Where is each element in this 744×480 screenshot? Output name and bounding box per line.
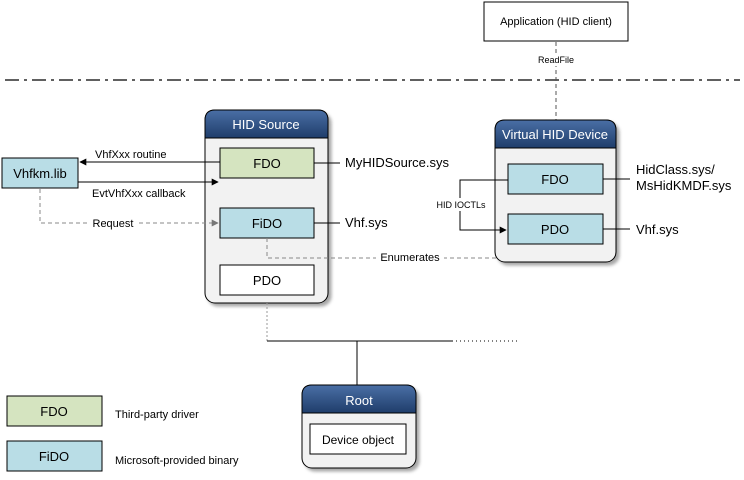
vhf-sys-label-1: Vhf.sys	[345, 215, 388, 230]
virtual-hid-pdo-label: PDO	[541, 222, 569, 237]
legend-fdo-box-label: FDO	[40, 404, 67, 419]
hid-ioctls-label: HID IOCTLs	[436, 200, 486, 210]
root-title: Root	[345, 393, 373, 408]
application-box: Application (HID client)	[483, 1, 629, 42]
vhfkm-lib-label: Vhfkm.lib	[13, 166, 66, 181]
hid-source-pdo-box	[219, 264, 315, 296]
readfile-label: ReadFile	[538, 55, 574, 65]
enumerates-label: Enumerates	[380, 252, 440, 264]
virtual-hid-device-stack: Virtual HID Device FDO PDO	[494, 119, 617, 263]
legend-fido-box-label: FiDO	[39, 449, 69, 464]
hid-source-fdo-label: FDO	[253, 156, 280, 171]
hidclass-label-line1: HidClass.sys/	[636, 162, 715, 177]
legend-fdo-text: Third-party driver	[115, 409, 199, 421]
virtual-hid-device-title: Virtual HID Device	[502, 127, 608, 142]
myhidsource-label: MyHIDSource.sys	[345, 155, 450, 170]
hidclass-label-line2: MsHidKMDF.sys	[636, 178, 732, 193]
hid-source-pdo-label: PDO	[253, 273, 281, 288]
hid-source-fido-label: FiDO	[252, 216, 282, 231]
vhf-sys-label-2: Vhf.sys	[636, 222, 679, 237]
device-object-box	[309, 423, 407, 455]
vhfxxx-routine-label: VhfXxx routine	[95, 149, 167, 161]
legend-fido-text: Microsoft-provided binary	[115, 455, 239, 467]
vhfkm-lib-box: Vhfkm.lib	[1, 157, 79, 189]
request-label: Request	[93, 218, 134, 230]
virtual-hid-fdo-box	[507, 163, 604, 195]
legend: FDO Third-party driver FiDO Microsoft-pr…	[6, 395, 239, 472]
hid-source-fdo-box	[219, 147, 315, 179]
application-label: Application (HID client)	[500, 16, 612, 28]
root-stack: Root Device object	[301, 384, 417, 469]
device-object-label: Device object	[322, 433, 395, 447]
virtual-hid-fdo-label: FDO	[541, 172, 568, 187]
legend-fdo-swatch	[6, 395, 103, 427]
evt-callback-label: EvtVhfXxx callback	[92, 188, 186, 200]
hid-source-stack: HID Source FDO FiDO PDO	[204, 109, 329, 304]
hid-source-title: HID Source	[232, 117, 299, 132]
legend-fido-swatch	[6, 440, 103, 472]
